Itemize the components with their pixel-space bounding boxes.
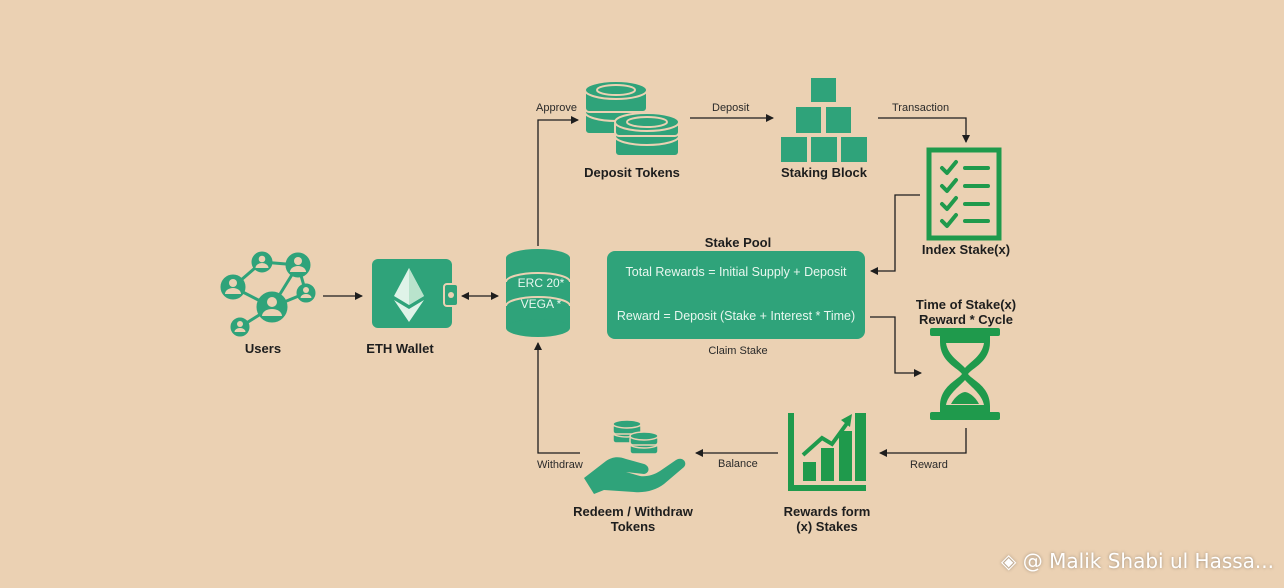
users-network-icon xyxy=(220,251,316,337)
users-label: Users xyxy=(244,341,282,356)
time-of-stake-label-2: Reward * Cycle xyxy=(919,312,1013,327)
deposit-label: Deposit xyxy=(712,102,750,114)
growth-chart-icon xyxy=(788,413,866,491)
redeem-label-2: Tokens xyxy=(610,519,656,534)
reward-label: Reward xyxy=(910,459,948,471)
token-database-icon: ERC 20* VEGA * xyxy=(505,249,571,337)
db-label-1: ERC 20* xyxy=(518,276,565,290)
approve-label: Approve xyxy=(536,102,577,114)
eth-wallet-label: ETH Wallet xyxy=(366,341,434,356)
rewards-stakes-label-1: Rewards form xyxy=(783,504,871,519)
stake-pool-formula-total: Total Rewards = Initial Supply + Deposit xyxy=(625,265,847,279)
connectors xyxy=(323,114,970,457)
rewards-stakes-label-2: (x) Stakes xyxy=(796,519,858,534)
approve-arrow xyxy=(537,116,579,246)
pool-to-hourglass-arrow xyxy=(870,316,922,377)
hourglass-icon xyxy=(930,328,1000,420)
withdraw-label: Withdraw xyxy=(537,459,583,471)
watermark-text: @ Malik Shabi ul Hassa... xyxy=(1022,549,1274,573)
staking-block-label: Staking Block xyxy=(781,165,867,180)
stake-pool-box: Total Rewards = Initial Supply + Deposit… xyxy=(607,251,865,339)
transaction-arrow xyxy=(878,117,970,143)
time-of-stake-label-1: Time of Stake(x) xyxy=(915,297,1017,312)
watermark: ◈ @ Malik Shabi ul Hassa... xyxy=(1001,549,1274,573)
stake-pool-formula-reward: Reward = Deposit (Stake + Interest * Tim… xyxy=(616,309,856,323)
balance-label: Balance xyxy=(718,458,758,470)
claim-stake-caption: Claim Stake xyxy=(708,345,768,357)
blocks-icon xyxy=(779,76,869,164)
checklist-icon xyxy=(926,147,1002,241)
index-to-pool-arrow xyxy=(870,194,920,275)
hand-coins-icon xyxy=(584,419,686,494)
index-stake-label: Index Stake(x) xyxy=(921,242,1011,257)
db-label-2: VEGA * xyxy=(521,297,562,311)
reward-arrow xyxy=(879,428,967,457)
stake-pool-title: Stake Pool xyxy=(704,235,772,250)
deposit-tokens-label: Deposit Tokens xyxy=(584,165,680,180)
diamond-logo-icon: ◈ xyxy=(1001,549,1017,573)
transaction-label: Transaction xyxy=(892,102,950,114)
withdraw-arrow xyxy=(534,342,580,454)
coins-icon xyxy=(584,80,680,157)
redeem-label-1: Redeem / Withdraw xyxy=(573,504,693,519)
eth-wallet-icon xyxy=(372,259,459,328)
